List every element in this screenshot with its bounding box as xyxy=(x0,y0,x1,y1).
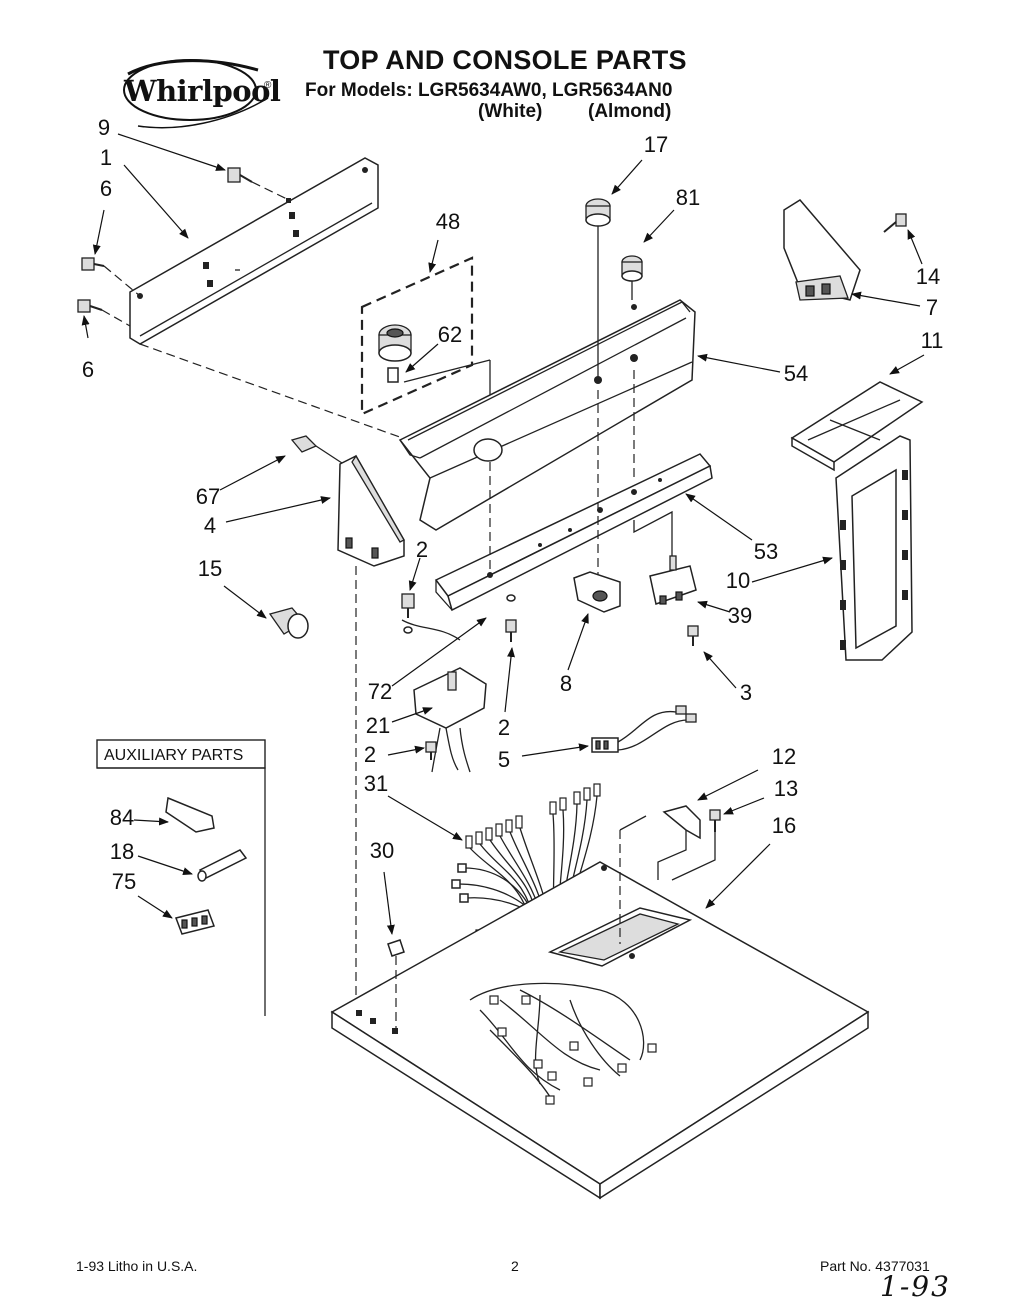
console-housing-54 xyxy=(398,299,696,531)
callout-18: 18 xyxy=(109,839,135,864)
end-cap-4 xyxy=(337,454,405,567)
callout-10: 10 xyxy=(725,568,751,593)
callout-15: 15 xyxy=(197,556,223,581)
screw-14 xyxy=(883,213,907,233)
callout-31: 31 xyxy=(363,771,389,796)
registered-mark: ® xyxy=(264,80,272,91)
callout-16: 16 xyxy=(771,813,797,838)
knob-17 xyxy=(585,198,611,378)
top-panel-16 xyxy=(330,861,870,1200)
color-white-label: (White) xyxy=(478,101,543,122)
color-almond-label: (Almond) xyxy=(588,101,672,122)
callout-2-c: 2 xyxy=(363,742,377,767)
side-panel-10 xyxy=(835,435,913,661)
screw-2-a xyxy=(401,593,415,634)
callout-62: 62 xyxy=(437,322,463,347)
callout-6-upper: 6 xyxy=(99,176,113,201)
callout-30: 30 xyxy=(369,838,395,863)
page-title: TOP AND CONSOLE PARTS xyxy=(323,45,687,75)
end-cap-7 xyxy=(783,199,861,301)
callout-14: 14 xyxy=(915,264,941,289)
screw-9 xyxy=(227,167,253,183)
callout-81: 81 xyxy=(675,185,701,210)
callout-9: 9 xyxy=(97,115,111,140)
callout-21: 21 xyxy=(365,713,391,738)
screw-2-b xyxy=(505,619,517,642)
clip-30 xyxy=(387,939,405,957)
models-line: For Models: LGR5634AW0, LGR5634AN0 xyxy=(305,80,673,101)
switch-39 xyxy=(649,555,697,605)
callout-13: 13 xyxy=(773,776,799,801)
callout-17: 17 xyxy=(643,132,669,157)
screw-2-c xyxy=(425,741,437,760)
callout-84: 84 xyxy=(109,805,135,830)
part-number: Part No. 4377031 xyxy=(820,1258,930,1274)
callout-2-a: 2 xyxy=(415,537,429,562)
callout-75: 75 xyxy=(111,869,137,894)
callout-2-b: 2 xyxy=(497,715,511,740)
litho-note: 1-93 Litho in U.S.A. xyxy=(76,1258,198,1274)
page-number: 2 xyxy=(511,1258,519,1274)
callout-53: 53 xyxy=(753,539,779,564)
callout-67: 67 xyxy=(195,484,221,509)
callout-54: 54 xyxy=(783,361,809,386)
bracket-12 xyxy=(662,805,701,840)
switch-15 xyxy=(268,607,309,639)
harness-5 xyxy=(591,705,697,753)
terminal-18 xyxy=(197,849,248,882)
auxiliary-box xyxy=(96,739,266,1016)
brand-name: Whirlpool xyxy=(124,74,281,108)
callout-48: 48 xyxy=(435,209,461,234)
callout-3: 3 xyxy=(739,680,753,705)
callout-6-lower: 6 xyxy=(81,357,95,382)
clip-67 xyxy=(290,435,346,466)
screw-3 xyxy=(687,625,699,646)
console-bracket-53 xyxy=(434,453,713,612)
timer-knob-48 xyxy=(378,324,412,383)
screw-13 xyxy=(709,809,721,832)
connector-75 xyxy=(175,909,215,935)
rear-panel-part xyxy=(129,157,379,345)
screw-6-lower xyxy=(77,299,103,313)
leader-lines xyxy=(81,133,925,935)
callout-5: 5 xyxy=(497,747,511,772)
switch-8 xyxy=(573,571,621,613)
callout-11: 11 xyxy=(920,328,944,353)
callout-8: 8 xyxy=(559,671,573,696)
timer-21 xyxy=(413,667,487,773)
bottom-wire-harness xyxy=(469,982,657,1105)
knob-81 xyxy=(621,255,643,300)
whirlpool-logo: Whirlpool ® xyxy=(118,52,281,134)
handwritten-date: 1-93 xyxy=(880,1270,951,1303)
screw-6-upper xyxy=(81,257,105,271)
callout-1: 1 xyxy=(99,145,113,170)
logo-swoosh-icon xyxy=(123,59,269,129)
auxiliary-parts-heading: AUXILIARY PARTS xyxy=(104,747,244,764)
callout-72: 72 xyxy=(367,679,393,704)
top-cap-11 xyxy=(790,381,924,472)
callout-39: 39 xyxy=(727,603,753,628)
callout-4: 4 xyxy=(203,513,217,538)
terminal-84 xyxy=(165,796,215,833)
callout-7: 7 xyxy=(925,295,939,320)
callout-12: 12 xyxy=(771,744,797,769)
